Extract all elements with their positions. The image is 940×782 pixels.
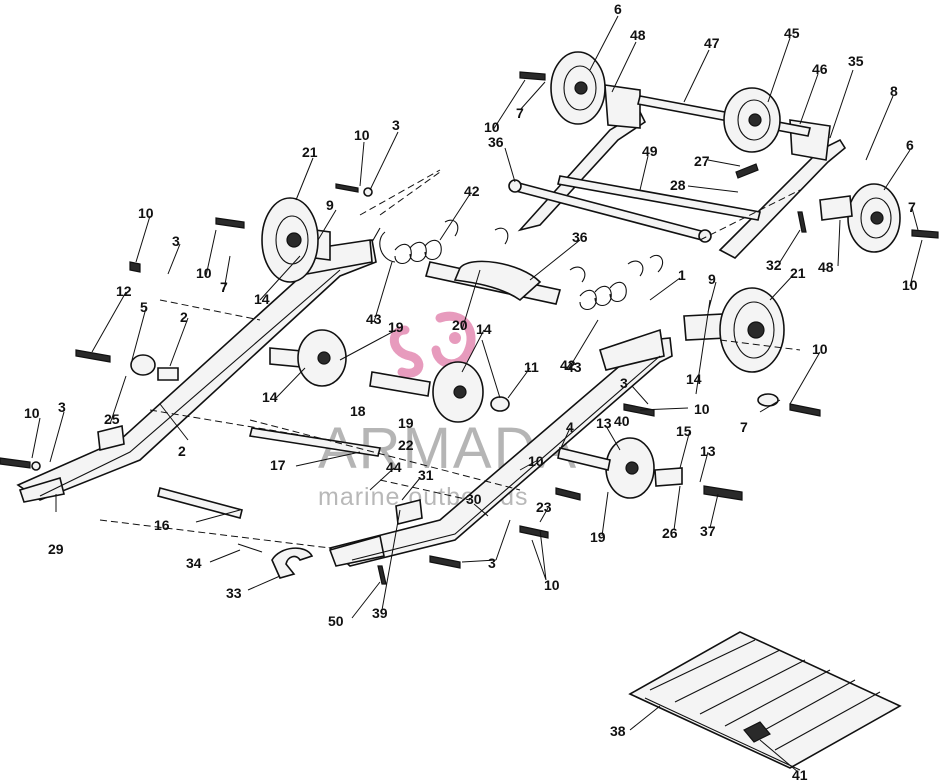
callout-48-right: 48 xyxy=(818,259,834,275)
callout-14-right: 14 xyxy=(686,371,702,387)
wheel-21-right xyxy=(683,287,785,373)
callout-10-left-mid: 10 xyxy=(196,265,212,281)
wheel-21-left xyxy=(261,197,331,283)
callout-7-lower-right: 7 xyxy=(740,419,748,435)
callout-50: 50 xyxy=(328,613,344,629)
rear-rail-assembly xyxy=(359,84,847,259)
callout-3-upper: 3 xyxy=(392,117,400,133)
callout-20: 20 xyxy=(452,317,468,333)
spacer-48 xyxy=(819,195,853,221)
callout-10-center: 10 xyxy=(528,453,544,469)
clip-33 xyxy=(237,543,314,579)
callout-10-left-top: 10 xyxy=(138,205,154,221)
axle-group xyxy=(130,354,611,519)
callout-38: 38 xyxy=(610,723,626,739)
wheel-19-right xyxy=(605,437,683,499)
callout-18: 18 xyxy=(350,403,366,419)
wheel-19-center xyxy=(369,361,484,423)
callout-33: 33 xyxy=(226,585,242,601)
callout-30: 30 xyxy=(466,491,482,507)
callout-43-right: 43 xyxy=(566,359,582,375)
callout-17: 17 xyxy=(270,457,286,473)
callout-44: 44 xyxy=(386,459,402,475)
callout-2-upper: 2 xyxy=(180,309,188,325)
callout-26: 26 xyxy=(662,525,678,541)
right-slide-rail xyxy=(328,328,673,567)
callout-3-right: 3 xyxy=(620,375,628,391)
callout-29: 29 xyxy=(48,541,64,557)
callout-10-bottom: 10 xyxy=(544,577,560,593)
callout-2-lower: 2 xyxy=(178,443,186,459)
callout-14-center: 14 xyxy=(476,321,492,337)
callout-13-right: 13 xyxy=(700,443,716,459)
callout-49: 49 xyxy=(642,143,658,159)
idler-wheel-6-top xyxy=(550,51,606,125)
callout-14-left: 14 xyxy=(262,389,278,405)
idler-wheel-45 xyxy=(723,87,781,153)
callout-28: 28 xyxy=(670,177,686,193)
callout-36-center: 36 xyxy=(572,229,588,245)
callout-6-right: 6 xyxy=(906,137,914,153)
callout-10-upper: 10 xyxy=(354,127,370,143)
callout-13-left: 13 xyxy=(596,415,612,431)
callout-42-right: 42 xyxy=(560,357,576,373)
callout-27: 27 xyxy=(694,153,710,169)
callout-7-top: 7 xyxy=(516,105,524,121)
callout-19-center: 19 xyxy=(398,415,414,431)
callout-19-left-top: 19 xyxy=(388,319,404,335)
callout-10-right: 10 xyxy=(902,277,918,293)
callout-7-left: 7 xyxy=(220,279,228,295)
callout-19-right: 19 xyxy=(590,529,606,545)
callout-22: 22 xyxy=(398,437,414,453)
callout-40: 40 xyxy=(614,413,630,429)
callout-3-left-top: 3 xyxy=(172,233,180,249)
callout-46: 46 xyxy=(812,61,828,77)
callout-4: 4 xyxy=(566,419,574,435)
callout-11: 11 xyxy=(524,359,539,375)
callout-31: 31 xyxy=(418,467,434,483)
callout-8: 8 xyxy=(890,83,898,99)
callout-39: 39 xyxy=(372,605,388,621)
callout-35: 35 xyxy=(848,53,864,69)
callout-12: 12 xyxy=(116,283,132,299)
callout-9-right: 9 xyxy=(708,271,716,287)
callout-6-top: 6 xyxy=(614,1,622,17)
callout-1: 1 xyxy=(678,267,686,283)
callout-14-left-top: 14 xyxy=(254,291,270,307)
callout-48-top: 48 xyxy=(630,27,646,43)
callout-9-left: 9 xyxy=(326,197,334,213)
callout-37: 37 xyxy=(700,523,716,539)
callout-36-top: 36 xyxy=(488,134,504,150)
callout-10-far-left: 10 xyxy=(24,405,40,421)
callout-21-left: 21 xyxy=(302,144,318,160)
callout-10-mid-right: 10 xyxy=(694,401,710,417)
callout-3-far-left: 3 xyxy=(58,399,66,415)
callout-3-bottom: 3 xyxy=(488,555,496,571)
idler-wheel-6-right xyxy=(847,183,901,253)
callout-47: 47 xyxy=(704,35,720,51)
callout-15: 15 xyxy=(676,423,692,439)
callout-23: 23 xyxy=(536,499,552,515)
callout-34: 34 xyxy=(186,555,202,571)
armada-logo xyxy=(389,311,476,378)
track-belt-section xyxy=(628,631,902,771)
callout-41: 41 xyxy=(792,767,808,782)
callout-32: 32 xyxy=(766,257,782,273)
wheel-19-left xyxy=(269,329,347,387)
callout-10-far-right: 10 xyxy=(812,341,828,357)
reference-lines xyxy=(99,171,801,549)
callout-labels: 6 48 47 45 46 35 8 10 7 36 49 27 28 6 7 … xyxy=(24,1,918,782)
callout-7-right: 7 xyxy=(908,199,916,215)
callout-21-right: 21 xyxy=(790,265,806,281)
callout-43-left: 43 xyxy=(366,311,382,327)
leader-lines xyxy=(31,15,923,773)
spring-and-shaft-group xyxy=(371,219,664,311)
callout-42-top: 42 xyxy=(464,183,480,199)
callout-10-top: 10 xyxy=(484,119,500,135)
callout-45: 45 xyxy=(784,25,800,41)
callout-16: 16 xyxy=(154,517,170,533)
callout-25: 25 xyxy=(104,411,120,427)
callout-5: 5 xyxy=(140,299,148,315)
